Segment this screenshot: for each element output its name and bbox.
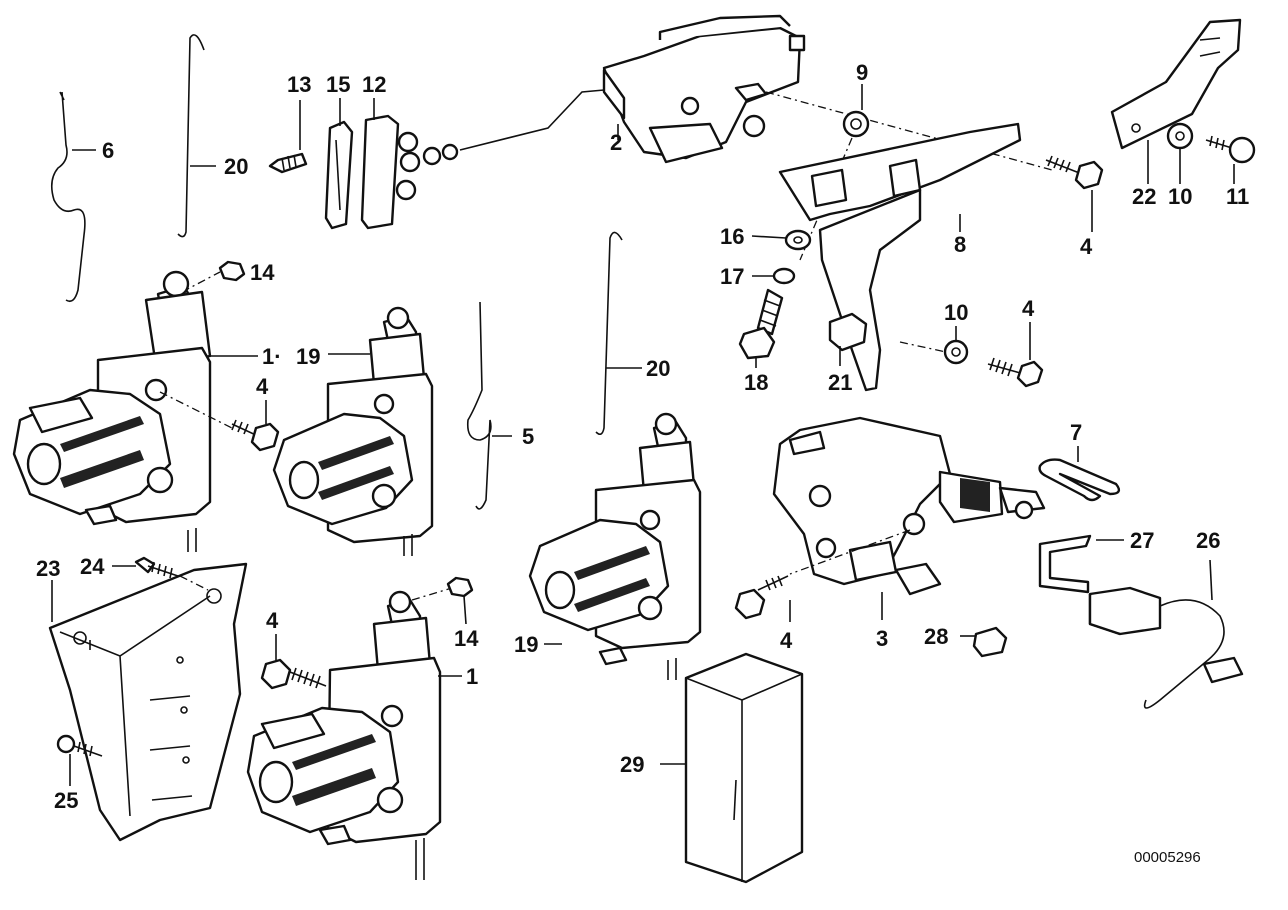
callout-14a: 14 [250, 260, 275, 285]
callout-4e: 4 [266, 608, 279, 633]
callout-24: 24 [80, 554, 105, 579]
part-4-screw-a [1045, 155, 1104, 190]
callout-1b: 1 [466, 664, 478, 689]
part-3-actuator [772, 416, 1046, 596]
callout-8: 8 [954, 232, 966, 257]
callout-5: 5 [522, 424, 534, 449]
part-17-lock-washer [772, 267, 796, 285]
callout-13: 13 [287, 72, 311, 97]
part-19-actuator-left [272, 306, 434, 556]
part-20-rod-middle [595, 231, 623, 436]
part-8-bracket [778, 122, 1022, 392]
part-24-screw [134, 556, 179, 579]
part-26-switch [1088, 586, 1244, 709]
callout-26: 26 [1196, 528, 1220, 553]
part-11-screw [1205, 135, 1256, 164]
part-25-screw [56, 734, 103, 757]
callout-23: 23 [36, 556, 60, 581]
callout-19b: 19 [514, 632, 538, 657]
part-4-screw-d [734, 575, 789, 620]
callout-11: 11 [1226, 184, 1249, 209]
part-4-screw-e [260, 658, 327, 690]
part-29-control-module [684, 652, 804, 884]
part-13-screw [268, 152, 308, 174]
callout-10b: 10 [944, 300, 968, 325]
part-14-nut-a [218, 260, 246, 282]
callout-29: 29 [620, 752, 644, 777]
part-6-wire-rod [50, 91, 86, 303]
part-10-washer-b [943, 339, 969, 365]
part-4-screw-c [231, 419, 280, 452]
part-2-actuator [459, 14, 806, 164]
callout-4b: 4 [1022, 296, 1035, 321]
part-21-clip [828, 312, 868, 352]
callout-27: 27 [1130, 528, 1154, 553]
callout-22: 22 [1132, 184, 1156, 209]
part-1-actuator-lower [246, 590, 442, 880]
part-28-clip [972, 626, 1008, 658]
callout-20b: 20 [646, 356, 670, 381]
callout-25: 25 [54, 788, 78, 813]
part-7-clip [1038, 458, 1121, 502]
part-12-grommet [360, 114, 459, 230]
callout-3: 3 [876, 626, 888, 651]
callout-6: 6 [102, 138, 114, 163]
callout-12: 12 [362, 72, 386, 97]
part-27-bracket [1038, 534, 1092, 594]
callout-28: 28 [924, 624, 948, 649]
part-19-actuator-center [528, 412, 702, 680]
callout-4c: 4 [256, 374, 269, 399]
part-9-clip-nut [842, 110, 870, 138]
reference-number: 00005296 [1134, 849, 1201, 866]
callout-19a: 19 [296, 344, 320, 369]
callout-20a: 20 [224, 154, 248, 179]
callout-4d: 4 [780, 628, 793, 653]
part-18-bolt [738, 288, 784, 360]
part-23-mounting-plate [48, 562, 248, 842]
part-14-nut-b [446, 576, 474, 598]
part-22-bracket [1110, 18, 1242, 150]
part-15-plate [324, 120, 354, 230]
part-10-washer-a [1166, 122, 1194, 150]
callout-21: 21 [828, 370, 852, 395]
part-16-washer [784, 229, 812, 251]
part-1-actuator-upper [12, 270, 212, 552]
callout-2: 2 [610, 130, 622, 155]
callout-16: 16 [720, 224, 744, 249]
callout-17: 17 [720, 264, 744, 289]
part-4-screw-b [987, 357, 1044, 388]
callout-4a: 4 [1080, 234, 1093, 259]
callout-15: 15 [326, 72, 350, 97]
part-5-wire [466, 301, 492, 510]
part-20-rod-top [177, 34, 205, 238]
callout-7: 7 [1070, 420, 1082, 445]
callout-14b: 14 [454, 626, 479, 651]
callout-10a: 10 [1168, 184, 1192, 209]
callout-1a: 1· [262, 344, 282, 369]
callout-18: 18 [744, 370, 768, 395]
callout-9: 9 [856, 60, 868, 85]
